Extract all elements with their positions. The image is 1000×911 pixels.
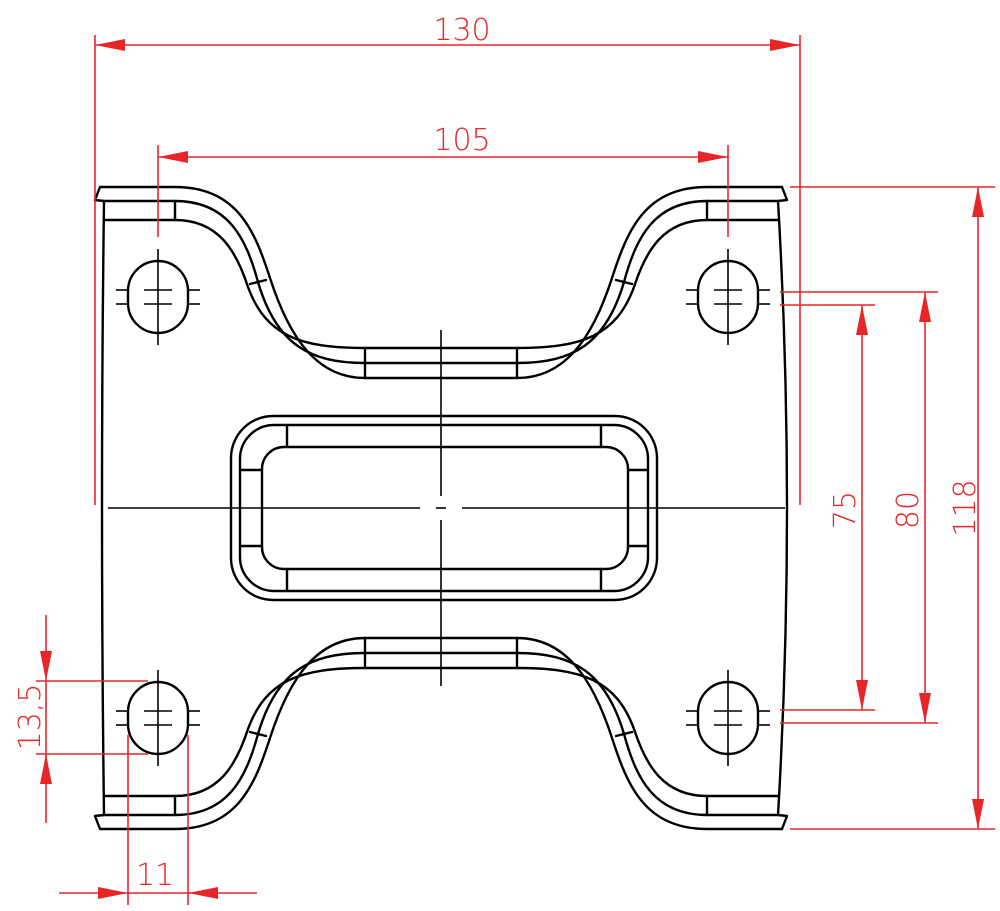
dimension-label-80: 80 — [891, 491, 926, 529]
dimension-label-75: 75 — [828, 491, 863, 529]
mounting-hole-top-left — [114, 247, 202, 347]
dimension-inner-hole-span: 75 — [780, 304, 875, 711]
dimension-hole-spacing-x: 105 — [157, 123, 729, 237]
dimension-overall-height: 118 — [790, 186, 995, 830]
dimension-overall-width: 130 — [94, 13, 801, 505]
dimension-label-118: 118 — [948, 479, 983, 536]
center-lines — [108, 330, 785, 686]
dimension-slot-width: 11 — [59, 735, 257, 905]
mounting-hole-bottom-right — [684, 668, 772, 768]
dimension-label-105: 105 — [433, 123, 490, 158]
dimension-label-11: 11 — [136, 858, 174, 893]
dimension-label-13-5: 13,5 — [13, 684, 48, 751]
dimension-label-130: 130 — [433, 13, 490, 48]
mounting-hole-top-right — [684, 247, 772, 347]
plate-outline — [93, 185, 789, 831]
dimension-outer-hole-span: 80 — [780, 291, 938, 724]
dimension-slot-height: 13,5 — [13, 615, 148, 823]
